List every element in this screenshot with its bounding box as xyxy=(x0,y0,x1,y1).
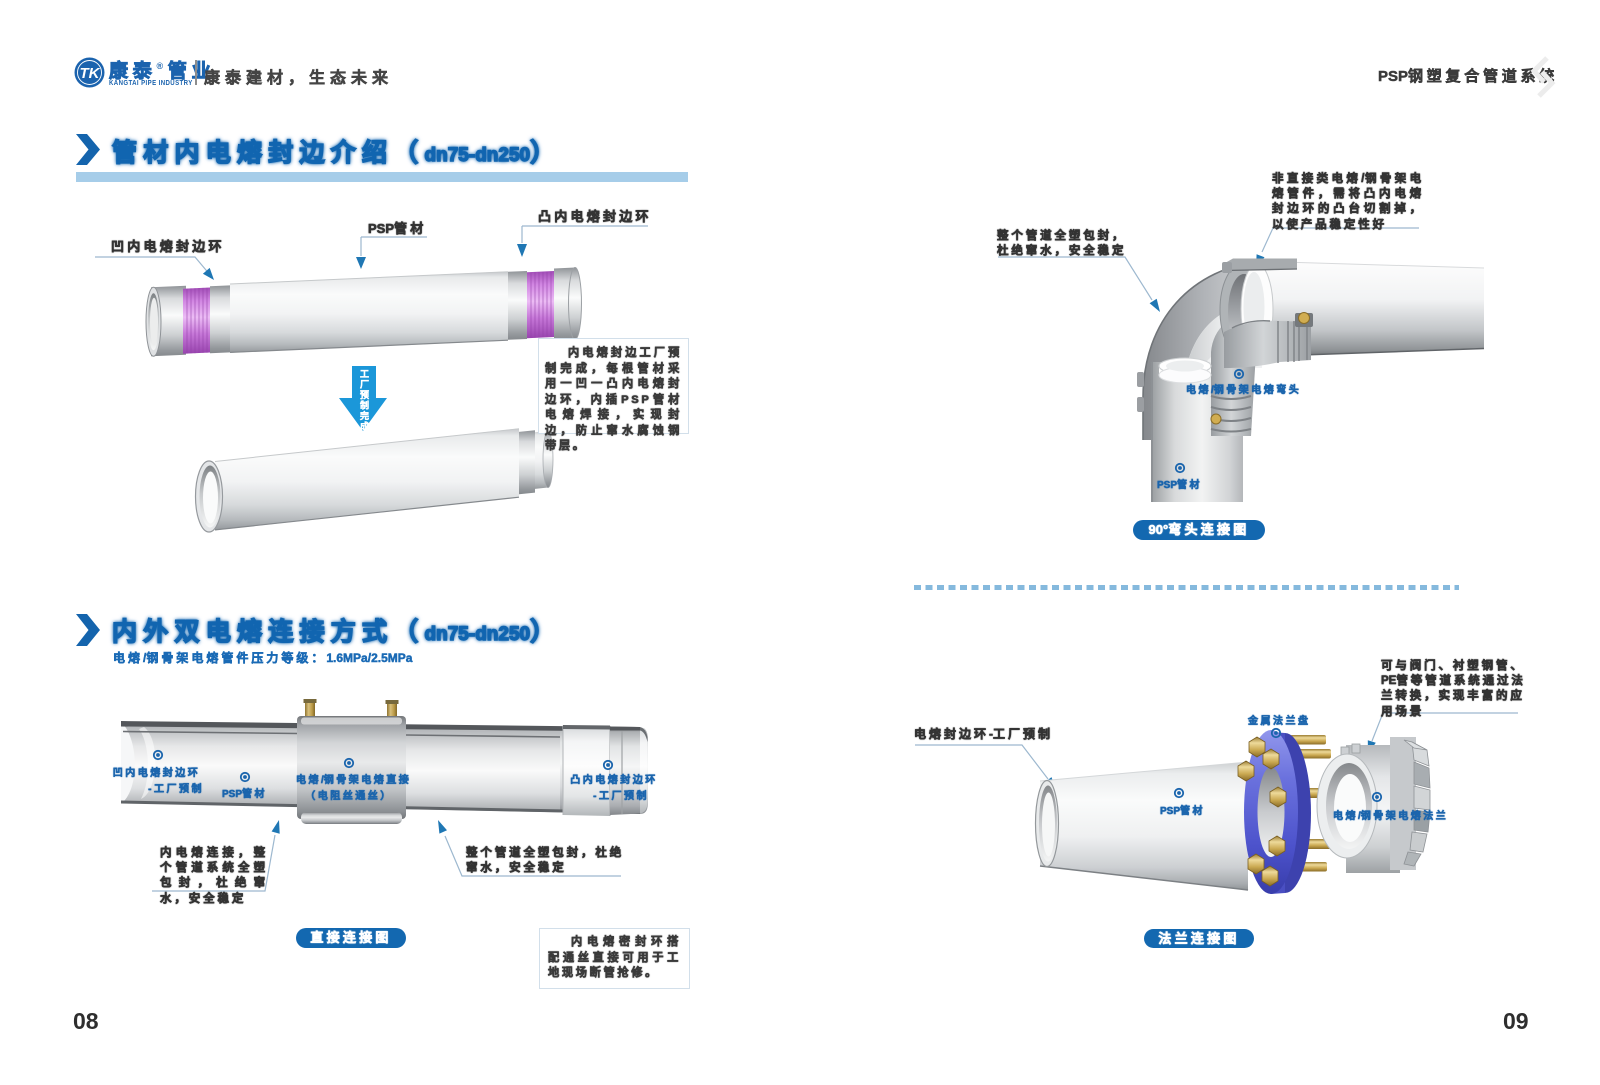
svg-text:TK: TK xyxy=(80,65,101,82)
